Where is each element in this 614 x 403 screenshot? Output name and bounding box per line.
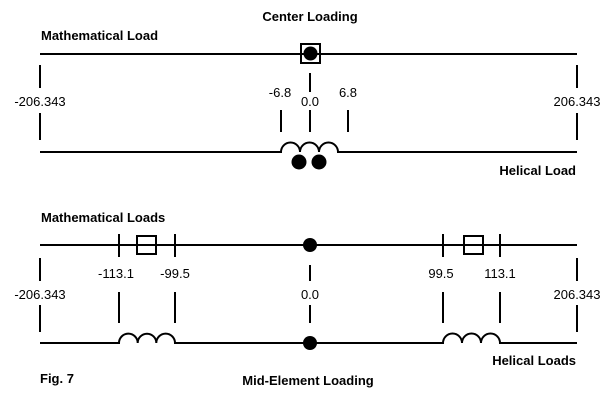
center-dot [303, 238, 317, 252]
load-square [136, 235, 157, 255]
right-end-value: 206.343 [554, 287, 601, 302]
left-end-value: -206.343 [14, 94, 65, 109]
tick-label: 6.8 [339, 85, 357, 100]
tick-label: -99.5 [160, 266, 190, 281]
right-end-value: 206.343 [554, 94, 601, 109]
coil-dot [291, 154, 307, 170]
coil-dot [311, 154, 327, 170]
mathematical-loads-label: Mathematical Loads [41, 210, 165, 225]
tick-label: 0.0 [301, 287, 319, 302]
tick-label: 113.1 [484, 266, 516, 281]
load-dot [303, 46, 318, 61]
helical-load-label: Helical Load [499, 163, 576, 178]
load-square [300, 43, 321, 64]
figure-label: Fig. 7 [40, 371, 74, 386]
helical-coil-wire [40, 141, 577, 153]
mid-element-loading-title: Mid-Element Loading [242, 373, 374, 388]
tick-label: -6.8 [269, 85, 291, 100]
tick-label: 99.5 [428, 266, 453, 281]
left-end-value: -206.343 [14, 287, 65, 302]
helical-loads-label: Helical Loads [492, 353, 576, 368]
center-loading-title: Center Loading [262, 9, 357, 24]
center-dot [303, 336, 317, 350]
load-square [463, 235, 484, 255]
tick-label: -113.1 [98, 266, 134, 281]
mathematical-load-label: Mathematical Load [41, 28, 158, 43]
tick-label: 0.0 [301, 94, 319, 109]
